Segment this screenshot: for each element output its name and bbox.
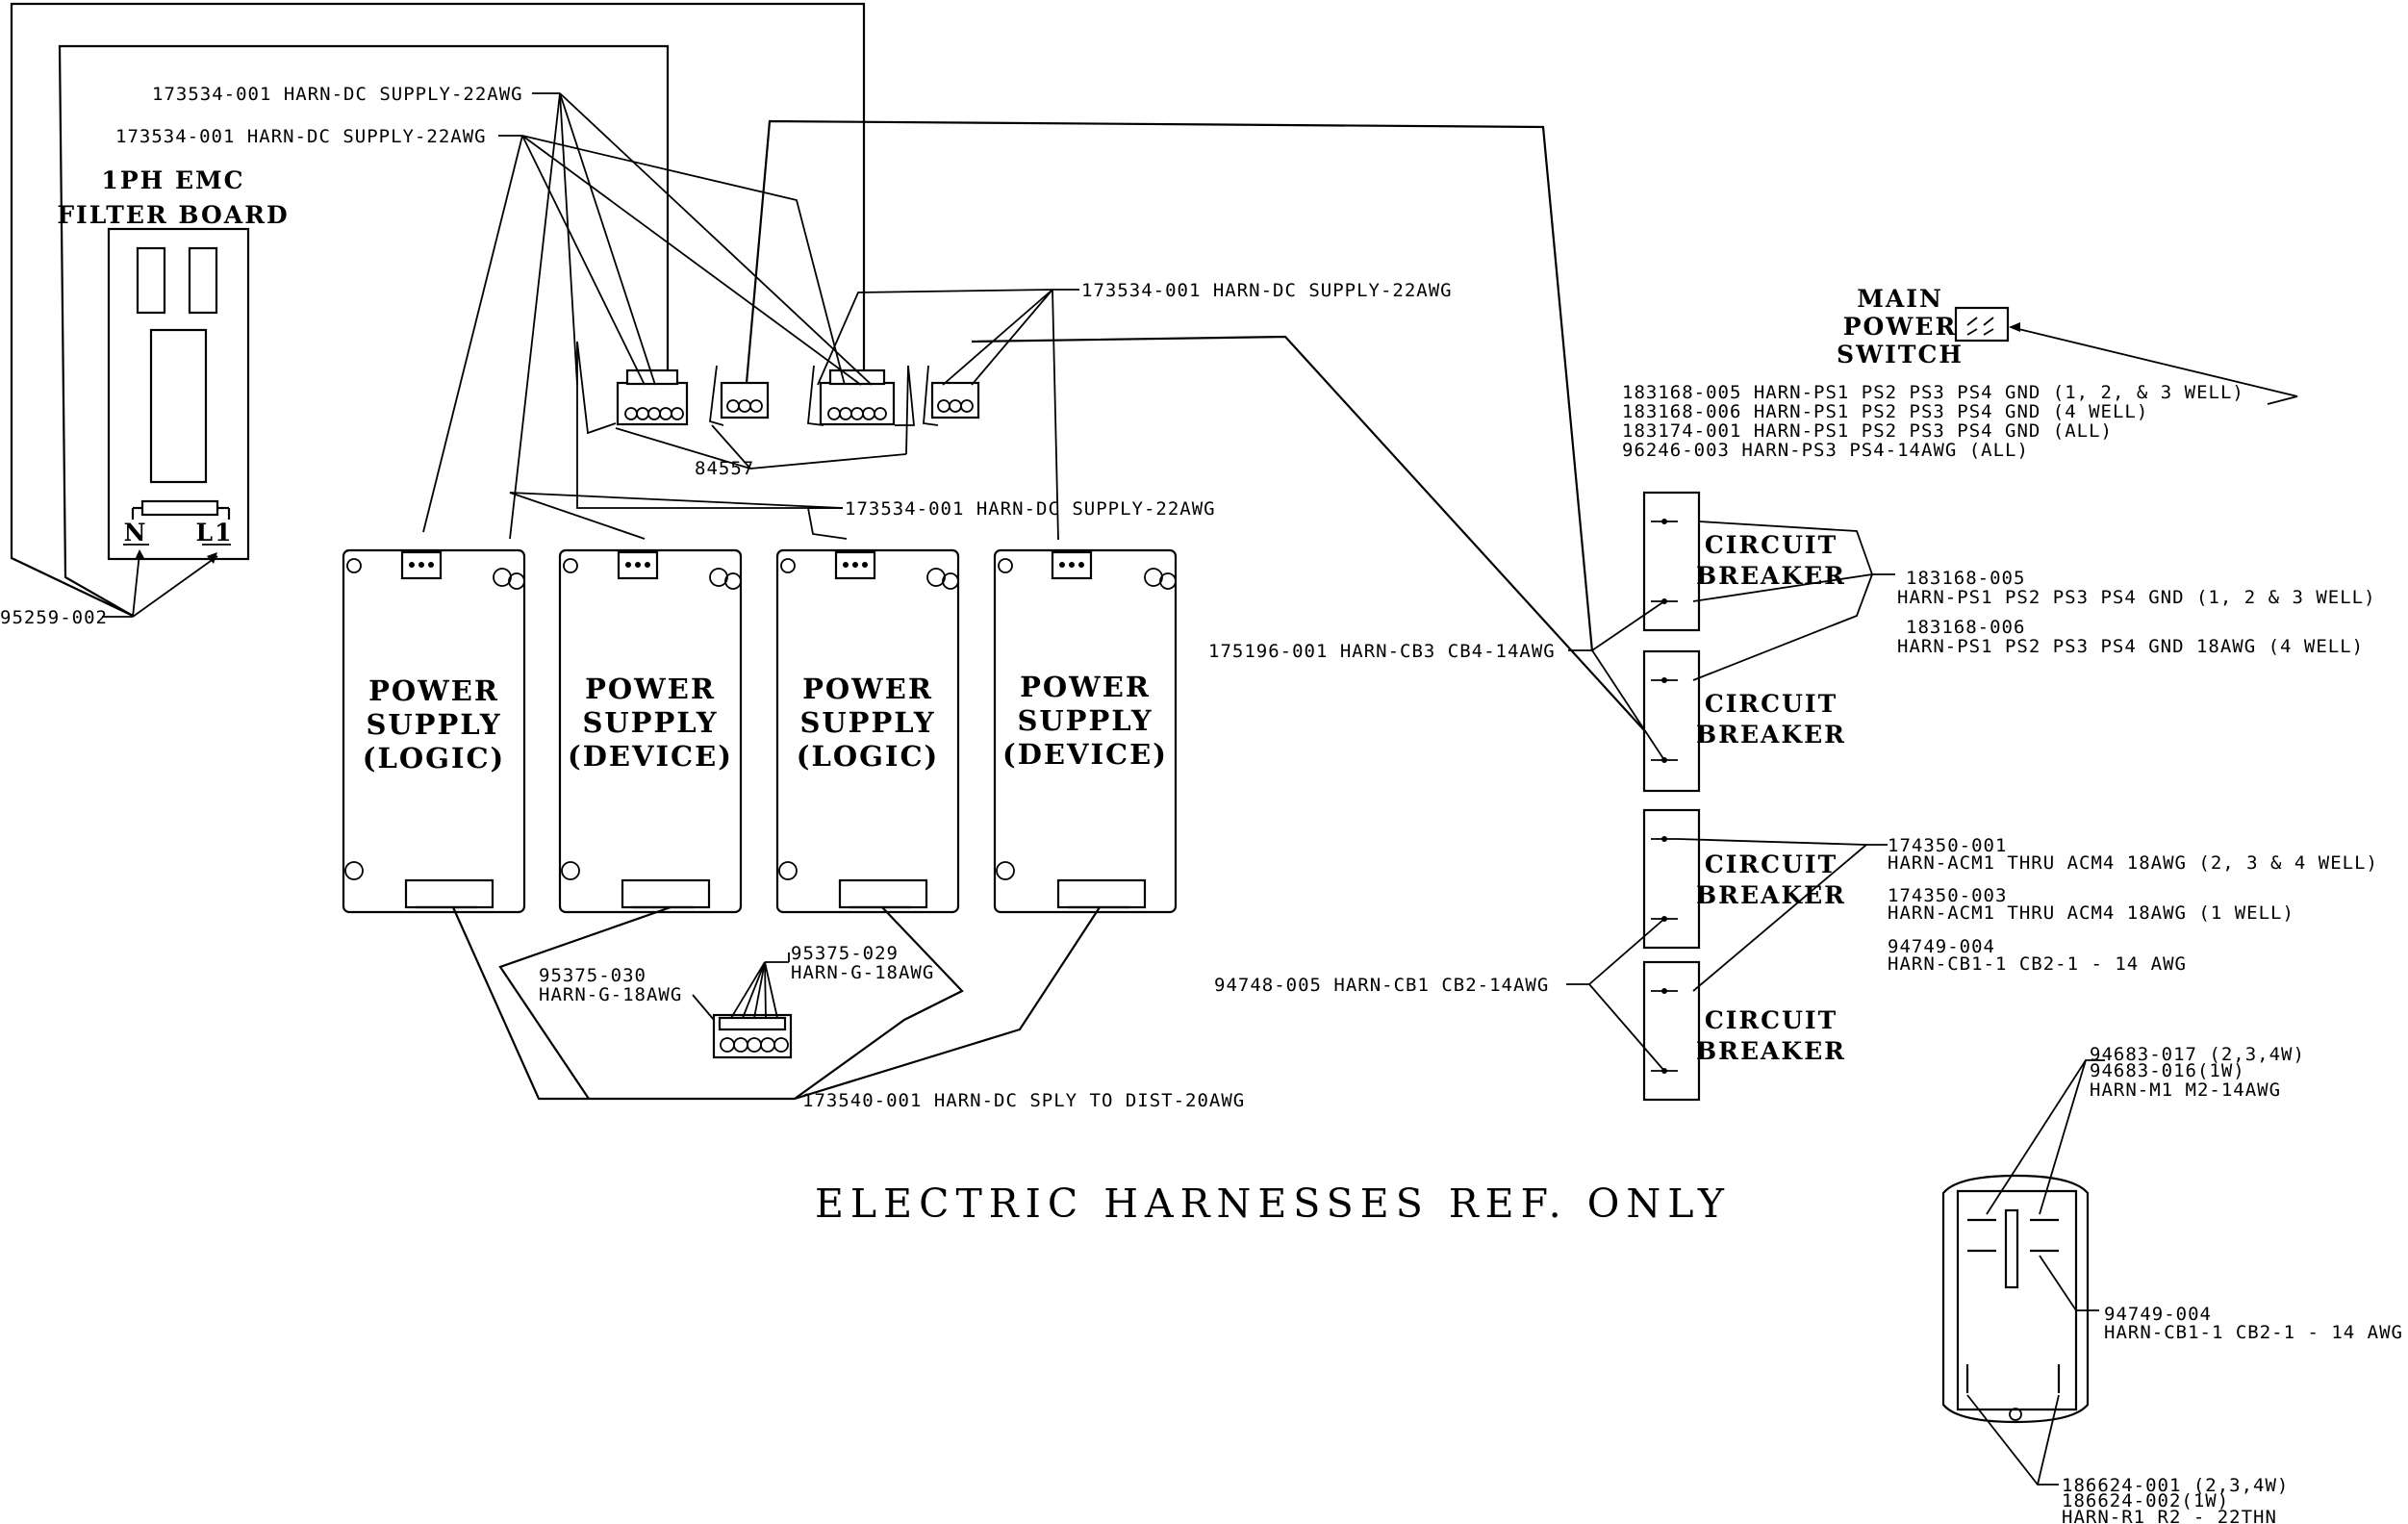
label-m-b: 94683-016(1W) — [2090, 1060, 2245, 1081]
power-supply-4: POWER SUPPLY (DEVICE) — [993, 548, 1178, 914]
main-switch-line1: MAIN — [1857, 285, 1943, 313]
label-ps-gnd-b: 183168-006 HARN-PS1 PS2 PS3 PS4 GND (4 W… — [1622, 401, 2148, 422]
circuit-breaker-2: CIRCUIT BREAKER — [1642, 649, 1846, 793]
label-relay-cb-b: HARN-CB1-1 CB2-1 - 14 AWG — [2104, 1322, 2403, 1343]
power-supply-2-line2: SUPPLY — [582, 706, 718, 739]
terminal-n: N — [124, 519, 148, 546]
label-cb1-cb2: 94748-005 HARN-CB1 CB2-14AWG — [1214, 975, 1549, 996]
power-supply-3-line3: (LOGIC) — [797, 740, 940, 773]
power-supply-4-line1: POWER — [1020, 671, 1151, 703]
filter-board-title-line2: FILTER BOARD — [57, 201, 289, 229]
label-dc-supply-1: 173534-001 HARN-DC SUPPLY-22AWG — [152, 84, 523, 105]
power-supply-2-line3: (DEVICE) — [568, 740, 733, 773]
main-power-switch: MAIN POWER SWITCH — [1837, 285, 2010, 368]
filter-board-title-line1: 1PH EMC — [101, 166, 244, 194]
label-acm-2b: HARN-ACM1 THRU ACM4 18AWG (1 WELL) — [1888, 902, 2294, 924]
power-supply-3: POWER SUPPLY (LOGIC) — [775, 548, 960, 914]
power-supply-3-line1: POWER — [802, 673, 933, 705]
terminal-l1: L1 — [196, 519, 234, 546]
label-r-c: HARN-R1 R2 - 22THN — [2062, 1507, 2277, 1524]
label-ps-gnd-a: 183168-005 HARN-PS1 PS2 PS3 PS4 GND (1, … — [1622, 382, 2244, 403]
circuit-breaker-1-line2: BREAKER — [1696, 562, 1846, 590]
label-dc-supply-4: 173534-001 HARN-DC SUPPLY-22AWG — [845, 498, 1216, 520]
label-ps-gnd-c: 183174-001 HARN-PS1 PS2 PS3 PS4 GND (ALL… — [1622, 420, 2113, 442]
power-supply-1-line1: POWER — [368, 674, 499, 707]
label-cb-right-1a: 183168-005 — [1906, 568, 2025, 589]
label-r-b: 186624-002(1W) — [2062, 1490, 2229, 1511]
circuit-breaker-4: CIRCUIT BREAKER — [1642, 960, 1846, 1102]
label-g029-b: HARN-G-18AWG — [791, 962, 934, 983]
label-g029-a: 95375-029 — [791, 943, 899, 964]
label-filter-part: 95259-002 — [0, 607, 108, 628]
diagram-title: ELECTRIC HARNESSES REF. ONLY — [815, 1181, 1731, 1227]
label-connector-part: 84557 — [695, 458, 754, 479]
label-dc-supply-2: 173534-001 HARN-DC SUPPLY-22AWG — [115, 126, 487, 147]
label-acm-2a: 174350-003 — [1888, 885, 2007, 906]
main-switch-line2: POWER — [1843, 313, 1957, 341]
label-g030-a: 95375-030 — [539, 965, 646, 986]
label-dist: 173540-001 HARN-DC SPLY TO DIST-20AWG — [802, 1090, 1245, 1111]
power-supply-4-line2: SUPPLY — [1017, 704, 1153, 737]
power-supply-1-line3: (LOGIC) — [363, 742, 506, 775]
circuit-breaker-4-line1: CIRCUIT — [1705, 1006, 1838, 1034]
label-acm-1b: HARN-ACM1 THRU ACM4 18AWG (2, 3 & 4 WELL… — [1888, 852, 2378, 874]
label-relay-cb-a: 94749-004 — [2104, 1304, 2212, 1325]
circuit-breaker-3-line1: CIRCUIT — [1705, 851, 1838, 878]
label-cb-right-2b: HARN-PS1 PS2 PS3 PS4 GND 18AWG (4 WELL) — [1897, 636, 2364, 657]
relay — [1941, 1174, 2090, 1424]
power-supply-3-line2: SUPPLY — [799, 706, 935, 739]
label-m-a: 94683-017 (2,3,4W) — [2090, 1044, 2305, 1065]
main-switch-line3: SWITCH — [1837, 341, 1964, 368]
power-supply-1: POWER SUPPLY (LOGIC) — [342, 548, 526, 914]
filter-board: 1PH EMC FILTER BOARD N L1 — [57, 166, 289, 561]
circuit-breaker-4-line2: BREAKER — [1696, 1037, 1846, 1065]
label-dc-supply-3: 173534-001 HARN-DC SUPPLY-22AWG — [1081, 280, 1453, 301]
dist-connector — [712, 1013, 793, 1059]
circuit-breaker-3: CIRCUIT BREAKER — [1642, 808, 1846, 950]
power-supply-2-line1: POWER — [585, 673, 716, 705]
top-connectors — [616, 368, 980, 426]
label-m-c: HARN-M1 M2-14AWG — [2090, 1080, 2281, 1101]
power-supply-2: POWER SUPPLY (DEVICE) — [558, 548, 743, 914]
label-acm-1a: 174350-001 — [1888, 835, 2007, 856]
circuit-breaker-2-line2: BREAKER — [1696, 721, 1846, 749]
label-cb1-b: HARN-CB1-1 CB2-1 - 14 AWG — [1888, 953, 2187, 975]
label-cb1-a: 94749-004 — [1888, 936, 1995, 957]
circuit-breaker-3-line2: BREAKER — [1696, 881, 1846, 909]
power-supply-4-line3: (DEVICE) — [1002, 738, 1168, 771]
circuit-breaker-2-line1: CIRCUIT — [1705, 690, 1838, 718]
label-cb3-cb4: 175196-001 HARN-CB3 CB4-14AWG — [1208, 641, 1556, 662]
label-cb-right-2a: 183168-006 — [1906, 617, 2025, 638]
label-r-a: 186624-001 (2,3,4W) — [2062, 1475, 2289, 1496]
circuit-breaker-1: CIRCUIT BREAKER — [1642, 491, 1846, 632]
label-cb-right-1b: HARN-PS1 PS2 PS3 PS4 GND (1, 2 & 3 WELL) — [1897, 587, 2376, 608]
circuit-breaker-1-line1: CIRCUIT — [1705, 531, 1838, 559]
power-supply-1-line2: SUPPLY — [366, 708, 501, 741]
label-g030-b: HARN-G-18AWG — [539, 984, 682, 1005]
label-ps-gnd-d: 96246-003 HARN-PS3 PS4-14AWG (ALL) — [1622, 440, 2029, 461]
